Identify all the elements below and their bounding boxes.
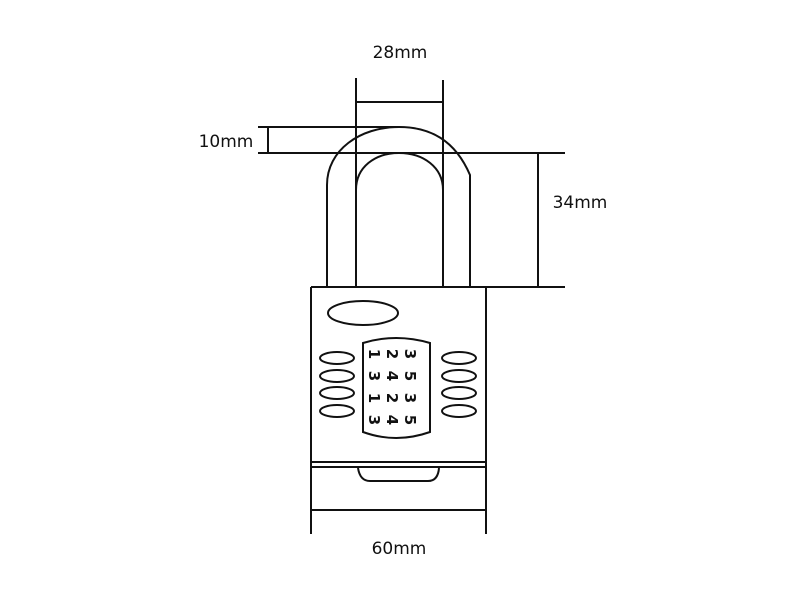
label-10mm: 10mm — [199, 132, 254, 152]
dial-digit: 2 — [383, 393, 401, 403]
grip-ovals-left — [319, 351, 355, 418]
dial-digit: 3 — [401, 349, 419, 359]
dial-digit: 3 — [401, 393, 419, 403]
dial-digit: 1 — [365, 393, 383, 403]
dial-digit: 3 — [365, 371, 383, 381]
dial-digit: 3 — [365, 415, 383, 425]
dial-digit: 2 — [383, 349, 401, 359]
dimension-28mm — [355, 78, 444, 287]
dial-digit: 4 — [383, 415, 401, 425]
label-28mm: 28mm — [373, 43, 428, 63]
label-34mm: 34mm — [553, 193, 608, 213]
dial-digit: 5 — [401, 415, 419, 425]
dial-digit: 4 — [383, 371, 401, 381]
shackle-outer — [326, 125, 471, 287]
combination-dials: 1 3 1 3 2 4 2 4 3 5 3 5 — [365, 349, 419, 425]
grip-ovals-right — [441, 351, 477, 418]
dial-digit: 5 — [401, 371, 419, 381]
padlock-body — [310, 286, 487, 534]
dial-digit: 1 — [365, 349, 383, 359]
dimension-34mm — [486, 153, 565, 288]
latch-slot — [357, 467, 440, 482]
keyhole-oval — [327, 300, 399, 326]
shackle-inner — [355, 151, 444, 287]
dimension-10mm — [258, 126, 565, 154]
label-60mm: 60mm — [372, 539, 427, 559]
dial-window — [362, 337, 431, 439]
